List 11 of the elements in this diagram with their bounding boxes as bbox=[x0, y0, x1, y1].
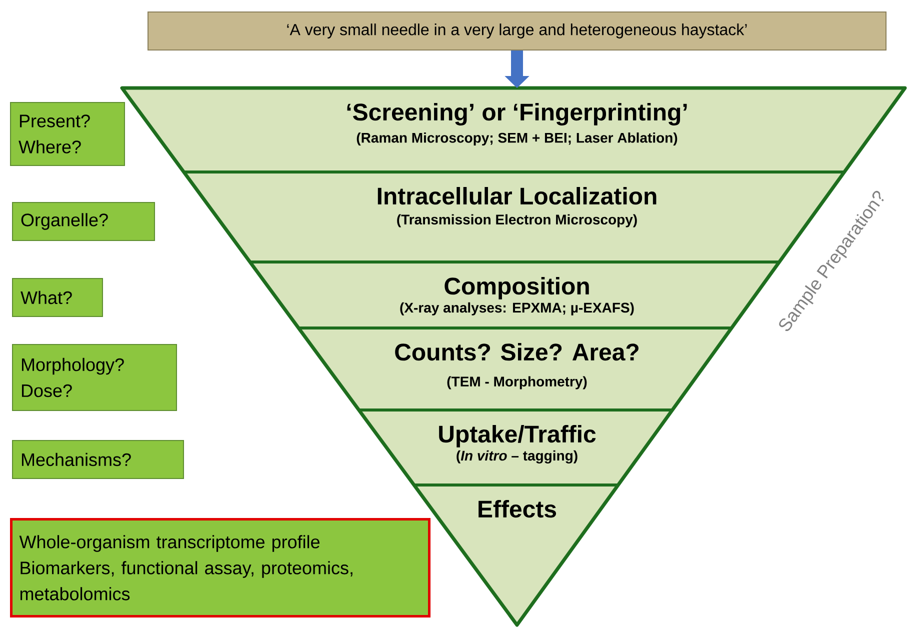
pyramid-band: Counts? Size? Area? (TEM - Morphometry) bbox=[298, 328, 732, 410]
outcome-box: Whole-organism transcriptome profile Biomarkers, functional assay, proteomics, metabolomics bbox=[10, 518, 430, 618]
banner-box: ‘A very small needle in a very large and heterogeneous haystack’ bbox=[148, 12, 886, 50]
question-box: What? bbox=[12, 278, 103, 317]
pyramid-band: Uptake/Traffic (In vitro – tagging) bbox=[358, 410, 672, 485]
question-box: Organelle? bbox=[12, 202, 155, 241]
question-box: Mechanisms? bbox=[12, 440, 184, 479]
pyramid-band: Composition (X-ray analyses: EPXMA; µ-EXAFS) bbox=[250, 262, 780, 328]
pyramid-band: ‘Screening’ or ‘Fingerprinting’ (Raman Microscopy; SEM + BEI; Laser Ablation) bbox=[122, 88, 905, 172]
question-box: Morphology? Dose? bbox=[12, 344, 177, 411]
question-box: Present? Where? bbox=[10, 102, 125, 166]
